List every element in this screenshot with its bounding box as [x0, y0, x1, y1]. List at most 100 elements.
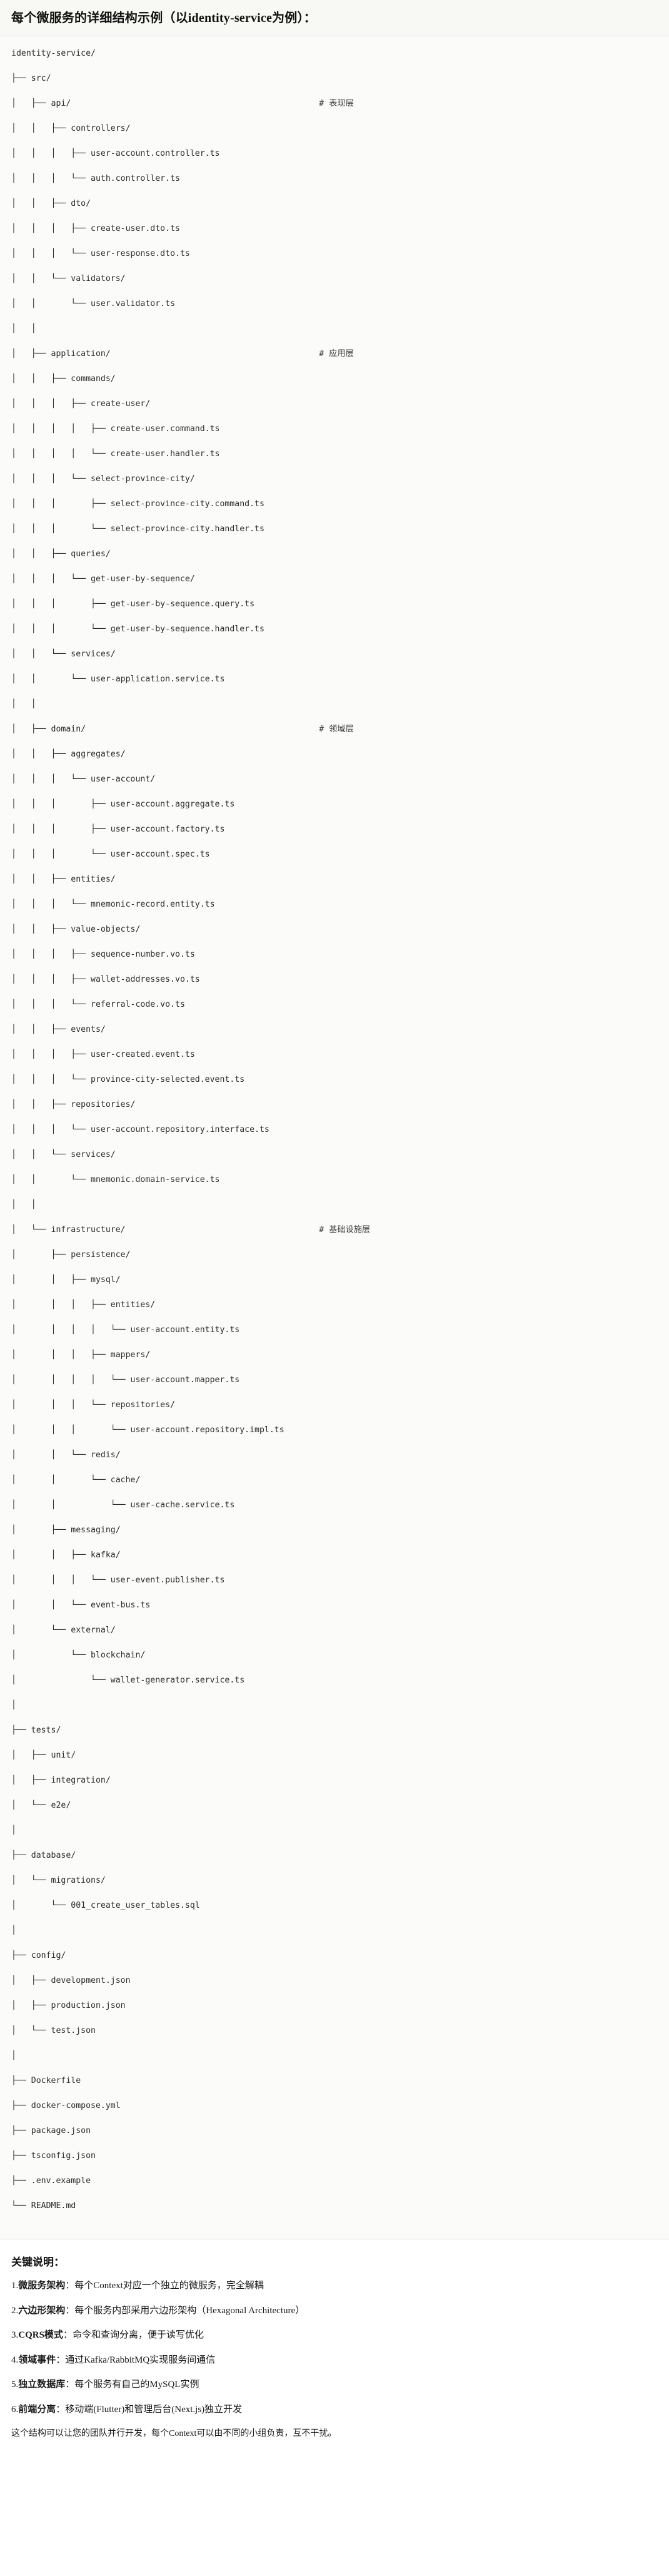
- tree-line: ├── config/: [11, 1950, 658, 1962]
- tree-node-path: │ ├── integration/: [11, 1776, 111, 1785]
- tree-line: │ │ │ └── select-province-city.handler.t…: [11, 523, 658, 536]
- closing-note: 这个结构可以让您的团队并行开发，每个Context可以由不同的小组负责，互不干扰…: [11, 2429, 337, 2438]
- key-note-term: CQRS模式: [18, 2330, 63, 2340]
- key-note-term: 独立数据库: [18, 2380, 66, 2390]
- tree-node-path: │: [11, 1826, 16, 1835]
- tree-line: │ │: [11, 323, 658, 335]
- tree-node-path: │ │ └── services/: [11, 1150, 116, 1159]
- tree-node-path: │ │ ├── value-objects/: [11, 925, 141, 934]
- tree-node-path: │ │ │ ├── entities/: [11, 1300, 156, 1310]
- tree-node-path: │ │ │ ├── sequence-number.vo.ts: [11, 950, 195, 959]
- tree-line: │ │ │ ├── entities/: [11, 1299, 658, 1311]
- tree-line: │ │ │ └── auth.controller.ts: [11, 173, 658, 185]
- tree-line: │ │ └── user-cache.service.ts: [11, 1499, 658, 1512]
- tree-line: │ └── wallet-generator.service.ts: [11, 1674, 658, 1687]
- tree-node-path: │ │ │ └── user-account.repository.impl.t…: [11, 1425, 284, 1435]
- tree-line: │ │ └── user-application.service.ts: [11, 673, 658, 686]
- tree-line: │ │ │ ├── select-province-city.command.t…: [11, 498, 658, 511]
- key-note-separator: ：: [56, 2404, 66, 2415]
- key-note-item: 3.CQRS模式：命令和查询分离，便于读写优化: [11, 2328, 658, 2343]
- key-note-term: 微服务架构: [18, 2281, 66, 2291]
- tree-line: ├── Dockerfile: [11, 2075, 658, 2087]
- tree-line: │ │ │ │ └── user-account.mapper.ts: [11, 1374, 658, 1387]
- key-note-description: 每个Context对应一个独立的微服务，完全解耦: [74, 2281, 264, 2291]
- tree-line: │ │ │ └── user-response.dto.ts: [11, 248, 658, 260]
- tree-line: │ │ │ └── user-account.repository.impl.t…: [11, 1424, 658, 1437]
- tree-node-path: │ │: [11, 700, 36, 709]
- tree-line: │ └── external/: [11, 1624, 658, 1637]
- tree-node-path: │: [11, 1701, 16, 1710]
- tree-node-path: │ │ ├── controllers/: [11, 124, 131, 133]
- tree-node-path: ├── database/: [11, 1851, 76, 1860]
- tree-line: │ │ │ ├── user-created.event.ts: [11, 1049, 658, 1061]
- tree-line: │ ├── persistence/: [11, 1249, 658, 1261]
- tree-layer-comment: # 应用层: [319, 349, 354, 359]
- key-note-item: 5.独立数据库：每个服务有自己的MySQL实例: [11, 2378, 658, 2392]
- tree-node-path: │ │ │ └── user-event.publisher.ts: [11, 1576, 225, 1585]
- tree-line: │ └── 001_create_user_tables.sql: [11, 1900, 658, 1912]
- tree-line: │ │ ├── commands/: [11, 373, 658, 385]
- tree-node-path: │ │ │ ├── mappers/: [11, 1350, 151, 1360]
- key-note-item: 1.微服务架构：每个Context对应一个独立的微服务，完全解耦: [11, 2279, 658, 2293]
- tree-node-path: ├── tsconfig.json: [11, 2151, 96, 2161]
- key-notes-list: 1.微服务架构：每个Context对应一个独立的微服务，完全解耦 2.六边形架构 ：…: [11, 2279, 658, 2416]
- tree-line: │ │ │ ├── get-user-by-sequence.query.ts: [11, 598, 658, 611]
- tree-line: identity-service/: [11, 48, 658, 60]
- tree-node-path: │ │ │ ├── user-account.factory.ts: [11, 825, 225, 834]
- tree-node-path: ├── docker-compose.yml: [11, 2101, 121, 2110]
- tree-line: │ │ │ ├── sequence-number.vo.ts: [11, 949, 658, 961]
- tree-node-path: │ │ ├── events/: [11, 1025, 106, 1034]
- tree-line: ├── database/: [11, 1850, 658, 1862]
- key-note-index: 3.: [11, 2330, 19, 2340]
- tree-layer-comment: # 表现层: [319, 99, 354, 108]
- tree-node-path: │ │ │ ├── user-account.aggregate.ts: [11, 800, 235, 809]
- tree-line: │ │ │ ├── create-user/: [11, 398, 658, 410]
- tree-line: │ │ ├── repositories/: [11, 1099, 658, 1111]
- key-note-description: 命令和查询分离，便于读写优化: [72, 2330, 204, 2340]
- tree-line: │ │: [11, 698, 658, 711]
- tree-node-path: │ │ │ │ └── create-user.handler.ts: [11, 449, 220, 459]
- tree-line: │ │: [11, 1199, 658, 1211]
- tree-node-path: │ │ │ ├── wallet-addresses.vo.ts: [11, 975, 200, 984]
- tree-line: │ │ │ └── user-account/: [11, 773, 658, 786]
- tree-node-path: │ │ │ ├── create-user.dto.ts: [11, 224, 180, 233]
- tree-node-path: │ │ └── event-bus.ts: [11, 1601, 151, 1610]
- key-note-index: 1.: [11, 2281, 19, 2291]
- tree-line: │ │ │ ├── wallet-addresses.vo.ts: [11, 974, 658, 986]
- tree-line: │ └── migrations/: [11, 1875, 658, 1887]
- key-note-description: 移动端(Flutter)和管理后台(Next.js)独立开发: [65, 2404, 243, 2415]
- tree-node-path: │ │ │ │ └── user-account.entity.ts: [11, 1325, 240, 1335]
- tree-line: │ │ │ ├── create-user.dto.ts: [11, 223, 658, 235]
- tree-line: │ ├── application/ # 应用层: [11, 348, 658, 360]
- tree-node-path: │ ├── messaging/: [11, 1525, 121, 1535]
- tree-node-path: ├── tests/: [11, 1726, 61, 1735]
- tree-line: │ ├── production.json: [11, 2000, 658, 2012]
- tree-line: │ │ │ │ └── user-account.entity.ts: [11, 1324, 658, 1336]
- tree-node-path: │ │ │ └── user-account.spec.ts: [11, 850, 210, 859]
- tree-node-path: │ │ └── redis/: [11, 1450, 121, 1460]
- tree-node-path: │ │ │ │ └── user-account.mapper.ts: [11, 1375, 240, 1385]
- tree-node-path: │ │ ├── entities/: [11, 875, 116, 884]
- tree-node-path: │ │ │ └── get-user-by-sequence/: [11, 574, 195, 584]
- tree-line: │ │ │ ├── user-account.aggregate.ts: [11, 798, 658, 811]
- tree-node-path: │ │ │ └── user-account.repository.interf…: [11, 1125, 269, 1134]
- tree-line: │ │ │ └── get-user-by-sequence.handler.t…: [11, 623, 658, 636]
- tree-spacer: [71, 99, 319, 108]
- key-note-term: 六边形架构: [18, 2305, 66, 2316]
- key-note-term: 领域事件: [18, 2355, 56, 2365]
- tree-node-path: │ └── 001_create_user_tables.sql: [11, 1901, 200, 1910]
- tree-node-path: │ │ └── mnemonic.domain-service.ts: [11, 1175, 220, 1184]
- tree-line: └── README.md: [11, 2200, 658, 2212]
- tree-spacer: [86, 725, 319, 734]
- tree-line: │ │ │ └── user-account.repository.interf…: [11, 1124, 658, 1136]
- tree-node-path: │ └── blockchain/: [11, 1651, 146, 1660]
- tree-line: │ │ └── services/: [11, 1149, 658, 1161]
- tree-node-path: │ └── wallet-generator.service.ts: [11, 1676, 245, 1685]
- key-note-index: 2.: [11, 2305, 19, 2316]
- tree-line: │ │ │ └── user-account.spec.ts: [11, 848, 658, 861]
- tree-node-path: │ │ ├── mysql/: [11, 1275, 121, 1285]
- tree-line: │ │ ├── aggregates/: [11, 748, 658, 761]
- tree-line: │ │ ├── events/: [11, 1024, 658, 1036]
- tree-line: │ │ │ └── get-user-by-sequence/: [11, 573, 658, 586]
- tree-node-path: │ │ │ ├── user-created.event.ts: [11, 1050, 195, 1059]
